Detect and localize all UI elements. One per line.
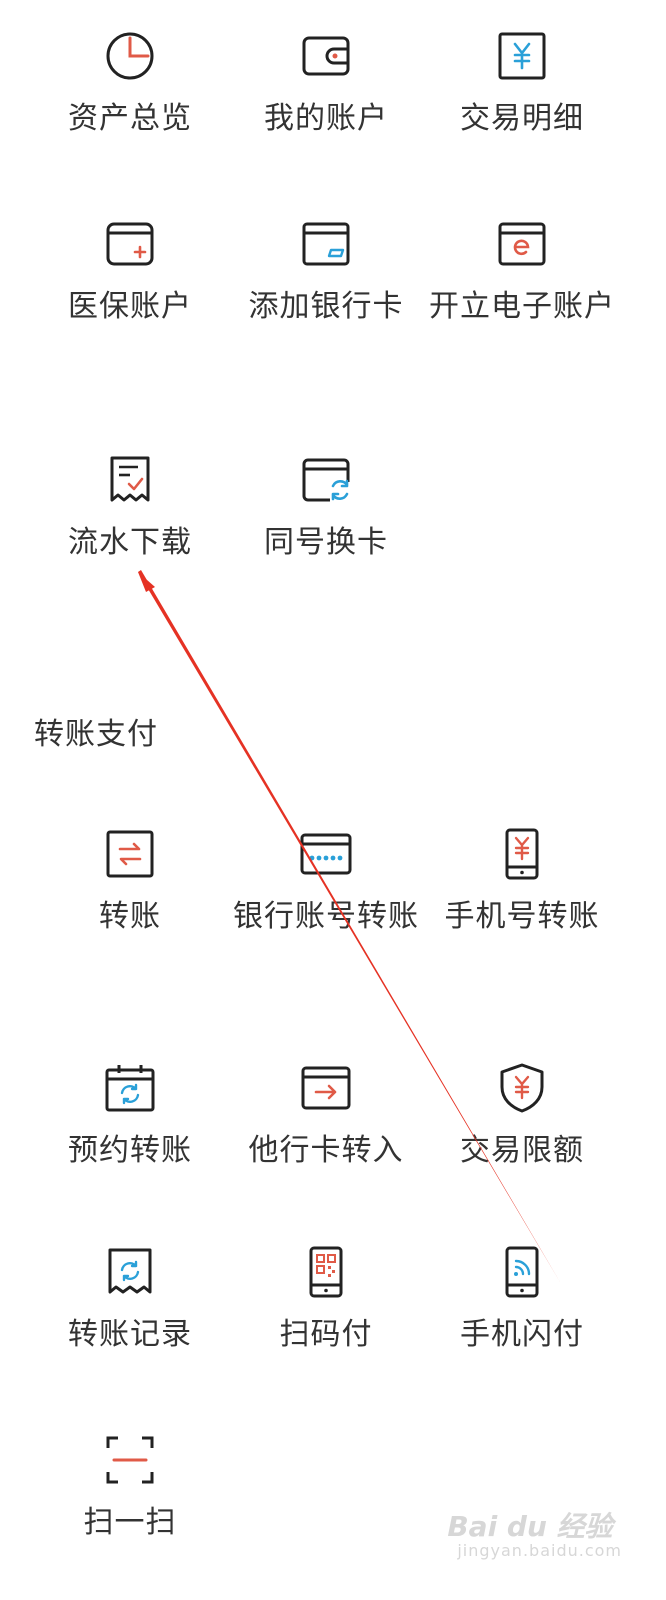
shield-yuan-icon (500, 1063, 544, 1113)
menu-item-my-account[interactable]: 我的账户 (228, 30, 424, 142)
menu-item-label: 他行卡转入 (248, 1133, 404, 1168)
pie-chart-icon (106, 32, 154, 80)
menu-item-label: 手机号转账 (444, 899, 600, 934)
menu-item-label: 转账 (99, 899, 161, 934)
menu-item-transfer-records[interactable]: 转账记录 (32, 1246, 228, 1358)
e-card-icon (498, 222, 546, 266)
receipt-sync-icon (108, 1248, 152, 1294)
card-arrow-in-icon (301, 1066, 351, 1110)
menu-item-transaction-details[interactable]: 交易明细 (424, 30, 620, 142)
card-swap-icon (302, 458, 350, 502)
menu-item-label: 转账记录 (68, 1317, 192, 1352)
menu-item-transaction-limit[interactable]: 交易限额 (424, 1062, 620, 1174)
menu-item-label: 交易明细 (460, 101, 584, 136)
menu-item-label: 添加银行卡 (248, 289, 404, 324)
qr-phone-icon (309, 1246, 343, 1298)
menu-item-label: 开立电子账户 (429, 289, 615, 324)
menu-item-add-bank-card[interactable]: 添加银行卡 (228, 218, 424, 330)
menu-item-label: 流水下载 (68, 525, 192, 560)
menu-item-label: 我的账户 (264, 101, 388, 136)
watermark-logo: Bai du 经验 (447, 1510, 613, 1543)
menu-item-scheduled-transfer[interactable]: 预约转账 (32, 1062, 228, 1174)
menu-item-scan-code-pay[interactable]: 扫码付 (228, 1246, 424, 1358)
menu-item-other-bank-transfer-in[interactable]: 他行卡转入 (228, 1062, 424, 1174)
menu-item-label: 扫码付 (279, 1317, 373, 1352)
add-card-icon (302, 222, 350, 266)
card-number-icon (300, 833, 352, 875)
statement-download-icon (110, 456, 150, 502)
menu-item-label: 预约转账 (68, 1133, 192, 1168)
nfc-phone-icon (505, 1246, 539, 1298)
calendar-sync-icon (105, 1065, 155, 1112)
menu-item-label: 医保账户 (68, 289, 192, 324)
menu-item-label: 手机闪付 (460, 1317, 584, 1352)
menu-item-scan[interactable]: 扫一扫 (32, 1434, 228, 1546)
yuan-receipt-icon (498, 32, 546, 80)
menu-item-open-e-account[interactable]: 开立电子账户 (424, 218, 620, 330)
menu-item-label: 交易限额 (460, 1133, 584, 1168)
transfer-arrows-icon (106, 830, 154, 878)
menu-item-phone-quick-pay[interactable]: 手机闪付 (424, 1246, 620, 1358)
medical-card-icon (106, 222, 154, 266)
phone-yuan-icon (505, 828, 539, 880)
menu-item-label: 扫一扫 (83, 1505, 177, 1540)
menu-item-label: 银行账号转账 (233, 899, 419, 934)
wallet-icon (302, 36, 350, 76)
menu-item-statement-download[interactable]: 流水下载 (32, 454, 228, 566)
menu-item-asset-overview[interactable]: 资产总览 (32, 30, 228, 142)
watermark-url: jingyan.baidu.com (457, 1541, 622, 1560)
watermark: Bai du 经验 jingyan.baidu.com (447, 1505, 622, 1560)
scan-icon (106, 1436, 154, 1484)
menu-item-medical-account[interactable]: 医保账户 (32, 218, 228, 330)
menu-item-same-number-card-swap[interactable]: 同号换卡 (228, 454, 424, 566)
section-title-transfer-payment: 转账支付 (34, 717, 158, 752)
menu-item-bank-account-transfer[interactable]: 银行账号转账 (228, 828, 424, 940)
menu-item-label: 资产总览 (68, 101, 192, 136)
menu-item-transfer[interactable]: 转账 (32, 828, 228, 940)
menu-item-phone-number-transfer[interactable]: 手机号转账 (424, 828, 620, 940)
menu-item-label: 同号换卡 (264, 525, 388, 560)
